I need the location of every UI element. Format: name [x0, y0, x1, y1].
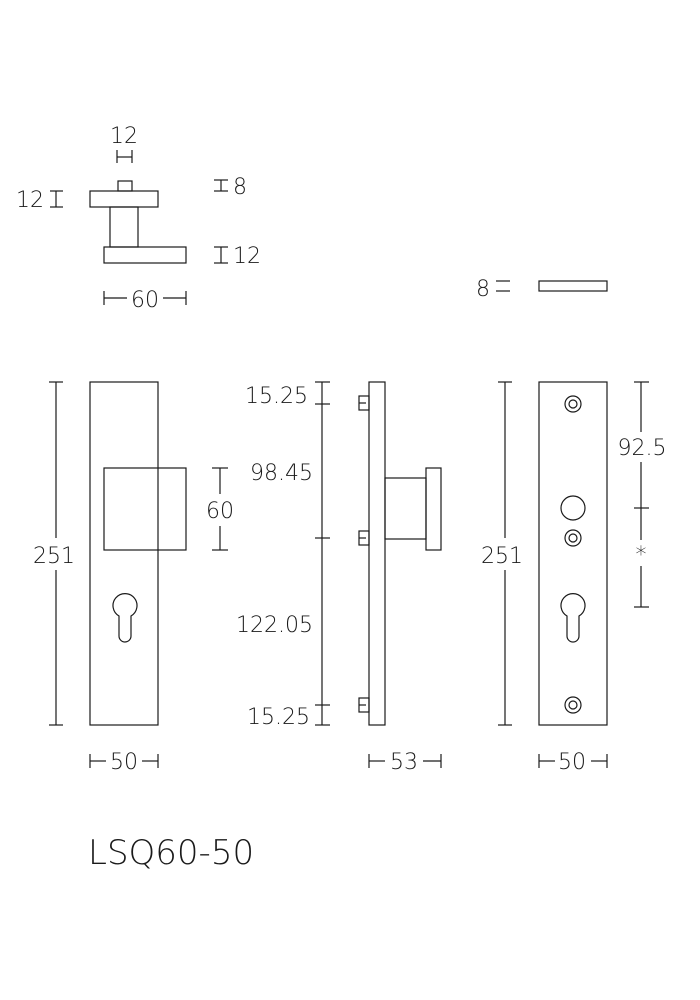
side-view: 15.25 98.45 122.05 15.25 53	[236, 381, 442, 775]
dim-label: 50	[558, 750, 586, 775]
dim-back-width: 50	[538, 750, 608, 775]
dim-label: 53	[390, 750, 418, 775]
dim-back-chain: 92.5 *	[618, 381, 667, 608]
square-knob	[103, 467, 187, 551]
rose-plate	[89, 190, 159, 208]
screw-boss-mid	[358, 530, 370, 546]
backplate-rear	[538, 381, 608, 726]
handle-neck	[109, 206, 139, 248]
plate-profile	[538, 280, 608, 292]
dim-front-height: 251	[33, 381, 75, 726]
dim-label: 12	[16, 188, 44, 213]
dim-label: 122.05	[236, 613, 313, 638]
plate-side	[368, 381, 386, 726]
dim-rose-thickness: 12	[16, 188, 63, 213]
dim-label: 60	[206, 499, 234, 524]
knob-neck	[384, 477, 427, 540]
dim-label: 12	[233, 244, 261, 269]
dim-label: 50	[110, 750, 138, 775]
dim-label: 12	[110, 124, 138, 149]
dim-label: 92.5	[618, 436, 667, 461]
backplate	[89, 381, 159, 726]
screw-hole-mid	[564, 529, 582, 547]
dim-label: 8	[476, 277, 490, 302]
knob-side	[425, 467, 442, 551]
dim-label: 15.25	[247, 705, 310, 730]
dim-label: *	[636, 543, 647, 568]
screw-hole-bottom	[564, 696, 582, 714]
dim-label: 15.25	[245, 384, 308, 409]
dim-knob: 60	[206, 467, 234, 551]
screw-boss-bottom	[358, 697, 370, 713]
dim-back-height: 251	[481, 381, 523, 726]
front-view: 251 60 50	[33, 381, 234, 775]
dim-base-plate: 12	[214, 244, 261, 269]
dim-top-plate: 8	[214, 175, 247, 200]
dim-label: 8	[233, 175, 247, 200]
dim-top-width: 12	[110, 124, 138, 163]
dim-label: 98.45	[250, 461, 313, 486]
top-view: 12 12 8 12 60	[16, 124, 261, 313]
spindle-tip	[117, 180, 133, 192]
dim-length: 60	[103, 288, 187, 313]
handle-grip	[103, 246, 187, 264]
plate-section: 8	[476, 277, 608, 302]
screw-hole-top	[564, 395, 582, 413]
dim-front-width: 50	[89, 750, 159, 775]
dim-label: 251	[481, 544, 523, 569]
screw-boss-top	[358, 395, 370, 411]
spindle-hole	[560, 495, 586, 521]
dim-side-chain: 15.25 98.45 122.05 15.25	[236, 381, 330, 730]
dim-label: 60	[131, 288, 159, 313]
back-view: 251 92.5 * 50	[481, 381, 667, 775]
cylinder-hole	[112, 593, 138, 643]
cylinder-hole-rear	[560, 593, 586, 643]
dim-label: 251	[33, 544, 75, 569]
dim-side-depth: 53	[368, 750, 442, 775]
product-code: LSQ60-50	[88, 833, 254, 873]
